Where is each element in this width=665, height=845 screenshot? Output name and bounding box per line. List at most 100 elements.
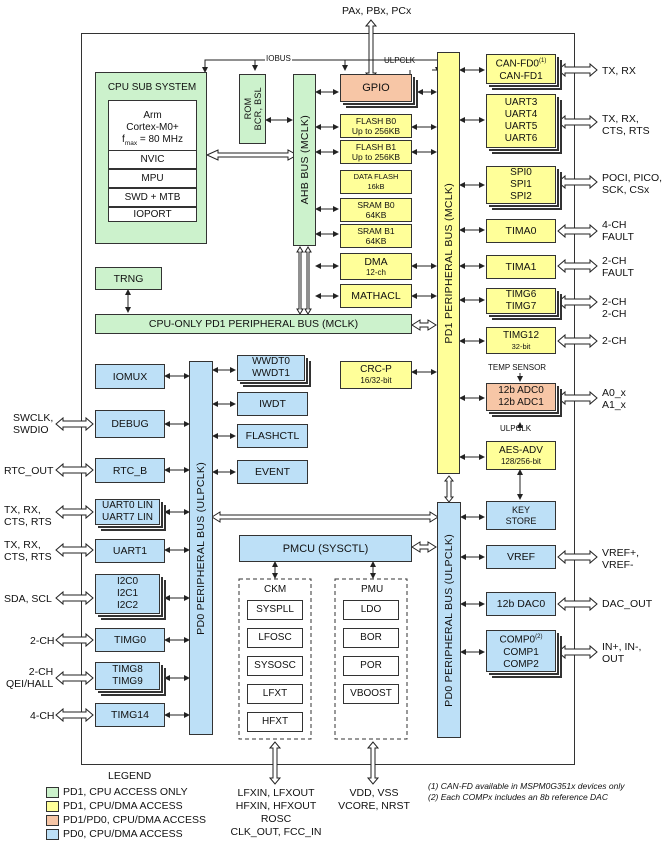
debug-block: DEBUG [95,410,165,438]
cpu-only-pd1-bus: CPU-ONLY PD1 PERIPHERAL BUS (MCLK) [95,314,412,334]
ckm-item-lfxt: LFXT [247,684,303,704]
cpu-subsystem: CPU SUB SYSTEM Arm Cortex-M0+ fmax = 80 … [95,72,207,244]
ulpclk-top-label: ULPCLK [384,56,416,65]
freq-prefix: f [122,134,125,145]
ckm-pin-label: ROSC [260,813,292,825]
swd-mtb-block: SWD + MTB [108,188,197,207]
trng-block: TRNG [95,267,162,290]
i2c-pins: SDA, SCL [4,593,52,605]
uart3-6-pins: TX, RX,CTS, RTS [602,113,650,137]
pmu-item-por: POR [343,656,399,676]
vref-block: VREF [486,545,556,569]
spi-pins: POCI, PICO,SCK, CSx [602,172,663,196]
event-block: EVENT [237,460,308,484]
comp-block: COMP0(2) COMP1 COMP2 [486,630,556,672]
i2c-block: I2C0 I2C1 I2C2 [95,574,160,614]
ckm-item-syspll: SYSPLL [247,600,303,620]
adc-block: 12b ADC0 12b ADC1 [486,383,556,411]
ahb-bus: AHB BUS (MCLK) [293,74,316,246]
nvic-block: NVIC [108,150,197,169]
iobus-label: IOBUS [265,53,292,65]
arm-core: Arm Cortex-M0+ fmax = 80 MHz NVIC MPU SW… [108,100,197,222]
temp-sensor-label: TEMP SENSOR [488,363,547,372]
legend-swatch [46,815,59,826]
tima0-block: TIMA0 [486,219,556,243]
iomux-block: IOMUX [95,364,165,389]
ckm-pin-label: HFXIN, HFXOUT [235,800,317,812]
pd0-right-bus-label: PD0 PERIPHERAL BUS (ULPCLK) [443,533,455,707]
ckm-item-sysosc: SYSOSC [247,656,303,676]
pd0-left-bus-label: PD0 PERIPHERAL BUS (ULPCLK) [195,461,207,635]
timg12-pins: 2-CH [602,335,627,347]
legend-label: PD1/PD0, CPU/DMA ACCESS [63,814,206,826]
legend-label: PD1, CPU ACCESS ONLY [63,786,188,798]
ckm-pin-label: LFXIN, LFXOUT [237,787,315,799]
core-line-1: Arm [143,110,162,121]
flashctl-block: FLASHCTL [237,424,308,448]
uart0-7-pins: TX, RX,CTS, RTS [4,504,52,528]
comp-pins: IN+, IN-,OUT [602,641,642,665]
debug-pins: SWCLK,SWDIO [13,412,54,436]
uart1-pins: TX, RX,CTS, RTS [4,539,52,563]
footnote: (2) Each COMPx includes an 8b reference … [428,792,608,802]
rtc-block: RTC_B [95,458,165,483]
rtc-pins: RTC_OUT [4,465,54,477]
timg8-9-block: TIMG8 TIMG9 [95,662,160,690]
spi-block: SPI0 SPI1 SPI2 [486,166,556,204]
legend-swatch [46,787,59,798]
dac-pins: DAC_OUT [602,598,653,610]
ulpclk-mid-label: ULPCLK [500,424,532,433]
cpu-subsystem-title: CPU SUB SYSTEM [107,82,197,93]
timg12-block: TIMG12 32-bit [486,327,556,354]
legend-swatch [46,829,59,840]
ckm-pin-label: CLK_OUT, FCC_IN [230,826,322,838]
pmu-item-vboost: VBOOST [343,684,399,704]
ckm-item-lfosc: LFOSC [247,628,303,648]
dac-block: 12b DAC0 [486,592,556,616]
top-pins-label: PAx, PBx, PCx [342,5,412,17]
key-store-block: KEY STORE [486,501,556,530]
core-freq: fmax = 80 MHz [109,134,196,150]
iwdt-block: IWDT [237,392,308,416]
legend-swatch [46,801,59,812]
ahb-bus-label: AHB BUS (MCLK) [298,115,311,205]
timg0-pins: 2-CH [30,635,55,647]
pmu-title: PMU [361,584,384,595]
ckm-item-hfxt: HFXT [247,712,303,732]
freq-value: = 80 MHz [137,134,183,145]
core-line-2: Cortex-M0+ [126,122,179,133]
freq-sub: max [124,140,138,147]
ckm-title: CKM [264,584,287,595]
uart1-block: UART1 [95,539,165,563]
pmu-pin-label: VDD, VSS [349,787,399,799]
pd0-left-bus: PD0 PERIPHERAL BUS (ULPCLK) [189,361,213,735]
pd0-right-bus: PD0 PERIPHERAL BUS (ULPCLK) [437,502,461,738]
timg6-7-block: TIMG6 TIMG7 [486,288,556,314]
legend-label: PD1, CPU/DMA ACCESS [63,800,183,812]
timg0-block: TIMG0 [95,628,165,652]
ioport-block: IOPORT [108,207,197,222]
uart3-6-block: UART3 UART4 UART5 UART6 [486,94,556,148]
pmu-item-bor: BOR [343,628,399,648]
gpio-block: GPIO [340,74,412,102]
footnote: (1) CAN-FD available in MSPM0G351x devic… [428,781,625,791]
pmu-item-ldo: LDO [343,600,399,620]
tima1-block: TIMA1 [486,255,556,279]
pmu-pin-label: VCORE, NRST [338,800,410,812]
uart0-7-block: UART0 LIN UART7 LIN [95,499,160,525]
pmcu-block: PMCU (SYSCTL) [239,535,412,562]
footnotes: (1) CAN-FD available in MSPM0G351x devic… [428,781,625,803]
